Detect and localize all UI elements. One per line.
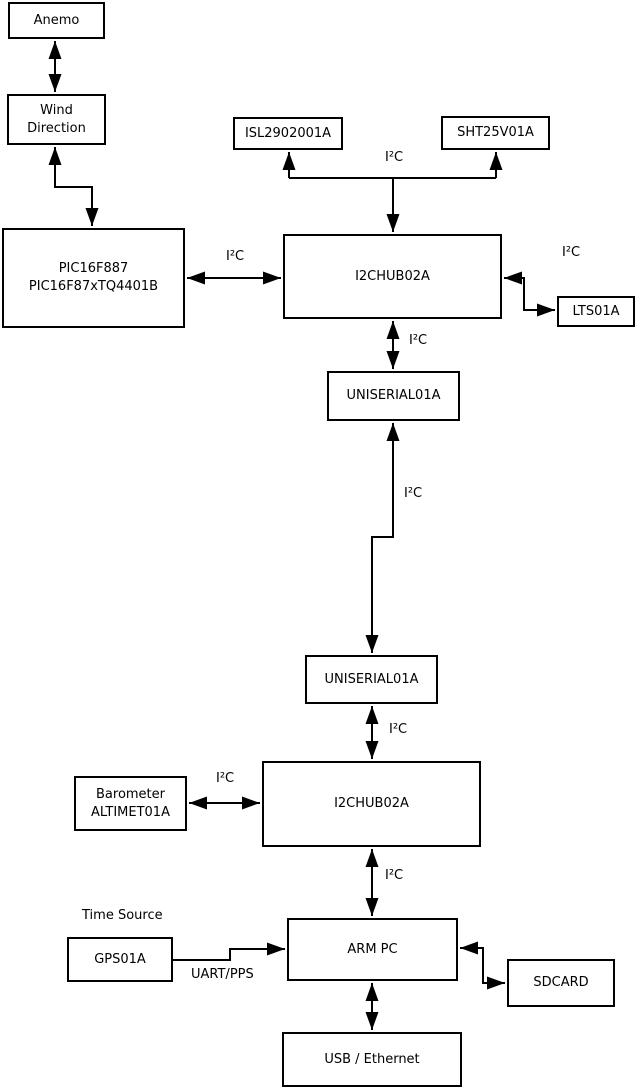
node-uniserial-2: UNISERIAL01A (305, 655, 438, 704)
time-source-caption: Time Source (82, 908, 163, 923)
node-pic-microcontroller: PIC16F887 PIC16F87xTQ4401B (2, 228, 185, 328)
bus-label-i2c-hub2-arm: I²C (385, 868, 404, 883)
node-barometer: Barometer ALTIMET01A (74, 776, 187, 831)
edge-uniserial1-uniserial2 (365, 423, 400, 653)
node-uniserial-1-label: UNISERIAL01A (346, 388, 441, 403)
node-sdcard: SDCARD (507, 959, 615, 1007)
node-wind-direction-label: Wind Direction (27, 102, 86, 136)
node-wind-direction: Wind Direction (7, 94, 106, 145)
edge-arm-sdcard (460, 941, 505, 990)
node-isl-sensor-label: ISL2902001A (244, 125, 332, 141)
node-gps-label: GPS01A (94, 951, 146, 967)
node-barometer-label: Barometer ALTIMET01A (91, 786, 170, 820)
bus-label-i2c-uniserial2-hub2: I²C (389, 722, 408, 737)
node-anemometer-label: Anemo (33, 12, 80, 28)
node-arm-pc: ARM PC (287, 918, 458, 981)
node-sdcard-label: SDCARD (533, 975, 589, 990)
node-i2c-hub-2-label: I2CHUB02A (334, 796, 409, 811)
bus-label-uart-pps: UART/PPS (191, 967, 254, 982)
node-uniserial-1: UNISERIAL01A (327, 371, 460, 421)
node-arm-pc-label: ARM PC (347, 941, 398, 957)
node-sht-sensor: SHT25V01A (441, 116, 550, 150)
edge-wind-pic (48, 147, 99, 226)
node-lts-sensor: LTS01A (557, 296, 635, 327)
node-i2c-hub-1-label: I2CHUB02A (355, 268, 430, 284)
bus-label-i2c-hub1-uniserial1: I²C (409, 333, 428, 348)
node-pic-microcontroller-label: PIC16F887 PIC16F87xTQ4401B (28, 261, 159, 294)
bus-label-i2c-uniserial-link: I²C (404, 486, 423, 501)
node-gps: GPS01A (67, 937, 173, 982)
bus-label-i2c-hub1-lts: I²C (562, 245, 581, 260)
node-lts-sensor-label: LTS01A (572, 303, 620, 319)
node-isl-sensor: ISL2902001A (233, 117, 343, 150)
node-i2c-hub-1: I2CHUB02A (283, 234, 502, 319)
node-usb-ethernet-label: USB / Ethernet (324, 1051, 420, 1067)
node-i2c-hub-2: I2CHUB02A (262, 761, 481, 847)
bus-label-i2c-barometer-hub2: I²C (216, 771, 235, 786)
bus-label-i2c-pic-hub1: I²C (226, 249, 245, 264)
node-usb-ethernet: USB / Ethernet (282, 1032, 462, 1087)
edge-gps-arm (173, 942, 285, 961)
bus-label-i2c-sensor-junction: I²C (385, 150, 404, 165)
edge-hub1-lts (504, 271, 555, 317)
node-sht-sensor-label: SHT25V01A (457, 125, 534, 140)
node-uniserial-2-label: UNISERIAL01A (324, 671, 419, 687)
node-anemometer: Anemo (8, 2, 105, 39)
